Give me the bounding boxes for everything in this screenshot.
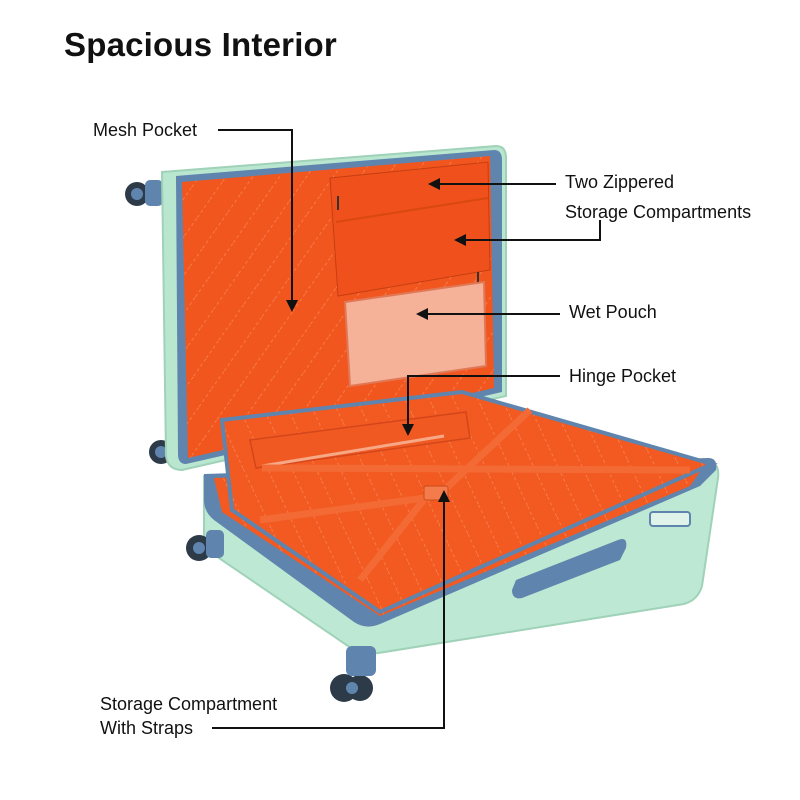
wet-pouch [343,280,488,388]
combination-lock [649,511,691,527]
callout-hinge-pocket: Hinge Pocket [569,366,677,386]
zippered-compartment-upper [329,161,491,297]
callout-mesh-pocket: Mesh Pocket [93,120,198,140]
wheel-base-left [186,530,224,561]
callout-two-zippered-line2: Storage Compartments [565,202,752,222]
wheel-top-left [125,180,163,206]
wheel-base-front [330,646,376,702]
callout-storage-straps-line2: With Straps [100,718,194,738]
callout-two-zippered-line1: Two Zippered [565,172,675,192]
straps [259,407,691,583]
callout-arrowheads [286,178,466,502]
callout-storage-straps-line1: Storage Compartment [100,694,278,714]
page-title: Spacious Interior [64,26,337,63]
callout-lines [212,129,601,729]
side-handle [512,539,627,599]
hinge-pocket [249,411,471,469]
callout-wet-pouch: Wet Pouch [569,302,657,322]
